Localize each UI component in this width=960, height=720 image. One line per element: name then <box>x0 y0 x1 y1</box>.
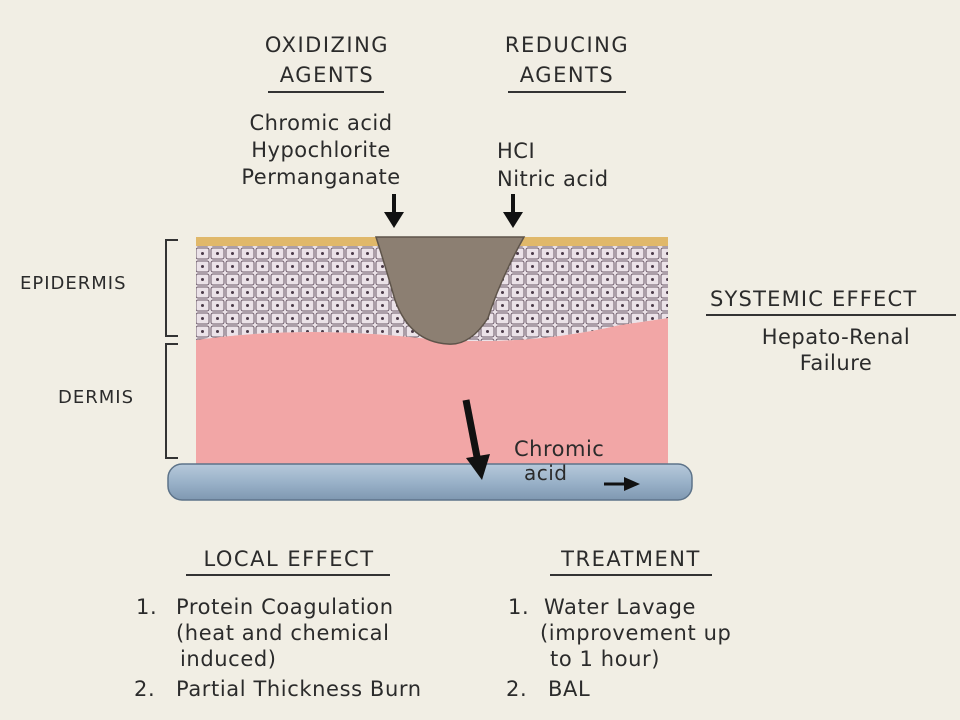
local-effect-item-1-line-2: (heat and chemical <box>176 621 390 645</box>
systemic-line1: Hepato-Renal <box>761 325 911 349</box>
systemic-line2: Failure <box>799 351 873 375</box>
local-effect-item-1-line-3: induced) <box>180 647 277 671</box>
oxidizing-agent-1: Chromic acid <box>249 111 393 135</box>
treatment-item-1-line-2: (improvement up <box>540 621 732 645</box>
local-effect-title: LOCAL EFFECT <box>203 547 375 571</box>
local-effect-item-2-line-1: Partial Thickness Burn <box>176 677 422 701</box>
penetration-arrow-icon <box>462 399 490 480</box>
treatment-item-1-num: 1. <box>508 595 530 619</box>
oxidizing-arrow-icon <box>384 194 404 228</box>
treatment-item-1-line-1: Water Lavage <box>544 595 697 619</box>
reducing-title-line1: REDUCING <box>504 33 630 57</box>
oxidizing-title-line2: AGENTS <box>279 63 375 87</box>
local-effect-item-1-line-1: Protein Coagulation <box>176 595 394 619</box>
oxidizing-underline <box>268 91 384 93</box>
reducing-agent-1: HCI <box>497 139 536 163</box>
reducing-underline <box>508 91 626 93</box>
epidermis-label: EPIDERMIS <box>20 273 127 294</box>
systemic-underline <box>706 314 956 316</box>
burn-wound <box>374 236 526 345</box>
dermis-brace <box>165 343 178 459</box>
reducing-arrow-icon <box>503 194 523 228</box>
oxidizing-agent-3: Permanganate <box>241 165 401 189</box>
treatment-title: TREATMENT <box>561 547 701 571</box>
oxidizing-agent-2: Hypochlorite <box>251 138 391 162</box>
local-effect-underline <box>186 574 390 576</box>
treatment-item-2-num: 2. <box>506 677 528 701</box>
reducing-agent-2: Nitric acid <box>497 167 609 191</box>
treatment-item-1-line-3: to 1 hour) <box>550 647 661 671</box>
vessel-label-line1: Chromic <box>514 437 605 461</box>
local-effect-item-1-num: 1. <box>136 595 158 619</box>
treatment-underline <box>550 574 712 576</box>
dermis-layer <box>196 318 668 465</box>
local-effect-item-2-num: 2. <box>134 677 156 701</box>
dermis-label: DERMIS <box>58 387 135 408</box>
oxidizing-title-line1: OXIDIZING <box>264 33 390 57</box>
treatment-item-2-line-1: BAL <box>548 677 591 701</box>
epidermis-brace <box>165 239 178 337</box>
flow-arrow-icon <box>604 477 640 491</box>
reducing-title-line2: AGENTS <box>519 63 615 87</box>
vessel-label-line2: acid <box>524 461 568 485</box>
systemic-title: SYSTEMIC EFFECT <box>710 287 918 311</box>
blood-vessel <box>167 463 693 501</box>
